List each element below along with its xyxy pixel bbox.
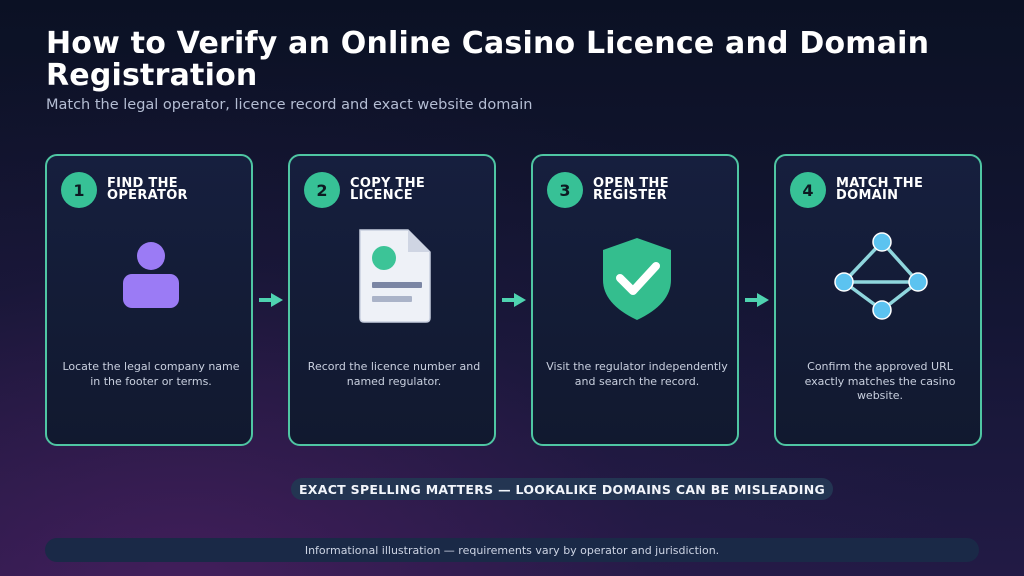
person-icon: [101, 226, 201, 326]
step-description: Visit the regulator independently and se…: [546, 360, 728, 388]
arrow-right-icon: [259, 293, 283, 307]
callout-banner: EXACT SPELLING MATTERS — LOOKALIKE DOMAI…: [291, 478, 833, 500]
step-title: MATCH THE DOMAIN: [836, 176, 924, 203]
arrow-right-icon: [745, 293, 769, 307]
page-subtitle: Match the legal operator, licence record…: [46, 97, 533, 113]
shield-check-icon: [587, 226, 687, 326]
step-number-badge: 4: [790, 172, 826, 208]
footer-note: Informational illustration — requirement…: [45, 538, 979, 562]
document-icon: [344, 226, 444, 326]
page-title: How to Verify an Online Casino Licence a…: [46, 26, 930, 93]
step-description: Locate the legal company name in the foo…: [62, 360, 240, 388]
step-description: Record the licence number and named regu…: [307, 360, 481, 388]
step-title: COPY THE LICENCE: [350, 176, 426, 203]
network-icon: [830, 226, 930, 326]
step-description: Confirm the approved URL exactly matches…: [804, 360, 956, 402]
step-card-find-operator: 1 FIND THE OPERATOR Locate the legal com…: [45, 154, 253, 446]
step-card-copy-licence: 2 COPY THE LICENCE Record the licence nu…: [288, 154, 496, 446]
step-title: OPEN THE REGISTER: [593, 176, 669, 203]
step-title: FIND THE OPERATOR: [107, 176, 188, 203]
step-card-open-register: 3 OPEN THE REGISTER Visit the regulator …: [531, 154, 739, 446]
arrow-right-icon: [502, 293, 526, 307]
step-number-badge: 1: [61, 172, 97, 208]
step-number-badge: 3: [547, 172, 583, 208]
step-card-match-domain: 4 MATCH THE DOMAIN Confirm the approved …: [774, 154, 982, 446]
step-number-badge: 2: [304, 172, 340, 208]
